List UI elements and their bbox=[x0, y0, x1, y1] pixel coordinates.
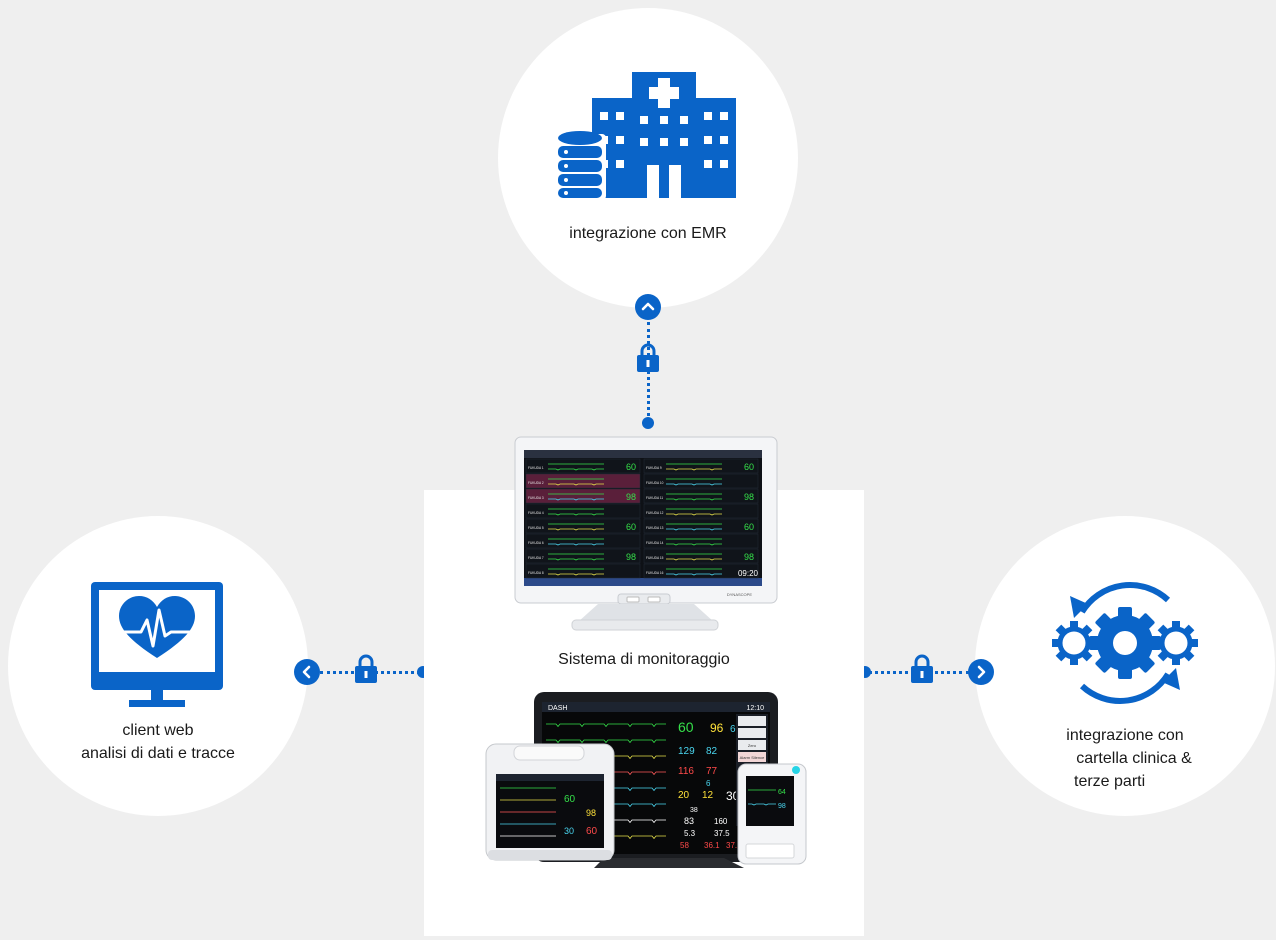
bed-label: FUKUDA 12 bbox=[646, 511, 664, 515]
bed-label: FUKUDA 2 bbox=[528, 481, 544, 485]
bedside-monitors-image: DASH 12:10 60 96 60 129 82 116 77 6 20 12 30 38 83 16… bbox=[485, 692, 807, 868]
connector-dot-top bbox=[642, 417, 654, 429]
monitor-heart-icon bbox=[91, 582, 223, 707]
bed-value: 60 bbox=[744, 462, 754, 472]
device-value: 58 bbox=[680, 841, 689, 850]
device-value: 12 bbox=[702, 790, 714, 801]
tiny-device-value: 98 bbox=[778, 803, 786, 810]
chevron-right-icon[interactable] bbox=[968, 659, 994, 685]
monitor-brand: DYNASCOPE bbox=[727, 592, 752, 597]
chevron-left-icon[interactable] bbox=[294, 659, 320, 685]
emr-label: integrazione con EMR bbox=[569, 225, 727, 242]
bed-label: FUKUDA 10 bbox=[646, 481, 664, 485]
hospital-database-icon bbox=[556, 72, 736, 200]
device-value: 6 bbox=[706, 779, 711, 788]
chevron-up-icon[interactable] bbox=[635, 294, 661, 320]
device-side-button-label: Zero bbox=[748, 743, 757, 748]
web-client-label: client web analisi di dati e tracce bbox=[8, 719, 308, 765]
bed-value: 98 bbox=[626, 492, 636, 502]
bed-label: FUKUDA 6 bbox=[528, 541, 544, 545]
lock-icon bbox=[911, 654, 933, 683]
small-device-value: 60 bbox=[586, 826, 598, 837]
bed-cell[interactable]: FUKUDA 16 bbox=[643, 563, 759, 579]
device-value: 36.1 bbox=[704, 841, 720, 850]
bed-value: 98 bbox=[744, 492, 754, 502]
third-party-label-line2: cartella clinica & bbox=[1076, 750, 1192, 767]
web-client-label-line1: client web bbox=[122, 722, 194, 739]
bed-label: FUKUDA 9 bbox=[646, 466, 662, 470]
bed-value: 98 bbox=[744, 552, 754, 562]
device-value: 116 bbox=[678, 766, 694, 777]
device-value: 96 bbox=[710, 721, 724, 735]
bed-label: FUKUDA 13 bbox=[646, 526, 664, 530]
bed-label: FUKUDA 8 bbox=[528, 571, 544, 575]
bed-cell[interactable]: FUKUDA 8 bbox=[525, 563, 641, 579]
device-side-button[interactable]: Alarm Silence bbox=[738, 752, 766, 762]
device-side-button-label: Alarm Silence bbox=[740, 755, 765, 760]
device-value: 160 bbox=[714, 817, 728, 826]
device-clock: 12:10 bbox=[746, 705, 764, 712]
monitor-clock: 09:20 bbox=[738, 569, 759, 578]
web-client-label-line2: analisi di dati e tracce bbox=[81, 745, 235, 762]
device-value: 77 bbox=[706, 766, 718, 777]
bed-label: FUKUDA 15 bbox=[646, 556, 664, 560]
bed-value: 60 bbox=[626, 462, 636, 472]
device-value: 37.2 bbox=[726, 841, 742, 850]
bed-cell[interactable]: FUKUDA 15 98 bbox=[643, 548, 759, 564]
device-value: 38 bbox=[690, 807, 698, 814]
tiny-device-value: 64 bbox=[778, 789, 786, 796]
bed-cell[interactable]: FUKUDA 10 bbox=[643, 473, 759, 489]
small-device-value: 30 bbox=[564, 826, 574, 836]
central-system-label: Sistema di monitoraggio bbox=[558, 651, 730, 668]
bed-cell[interactable]: FUKUDA 14 bbox=[643, 533, 759, 549]
device-value: 60 bbox=[730, 724, 742, 735]
bed-cell[interactable]: FUKUDA 9 60 bbox=[643, 458, 759, 474]
third-party-label: integrazione con cartella clinica & terz… bbox=[1048, 724, 1202, 793]
small-device-value: 98 bbox=[586, 808, 596, 818]
bed-cell[interactable]: FUKUDA 3 98 bbox=[525, 488, 641, 504]
bed-label: FUKUDA 16 bbox=[646, 571, 664, 575]
bed-label: FUKUDA 5 bbox=[528, 526, 544, 530]
lock-icon bbox=[355, 654, 377, 683]
device-side-button[interactable] bbox=[738, 728, 766, 738]
bed-label: FUKUDA 14 bbox=[646, 541, 664, 545]
device-value: 60 bbox=[678, 719, 694, 735]
bed-cell[interactable]: FUKUDA 1 60 bbox=[525, 458, 641, 474]
device-brand: DASH bbox=[548, 705, 567, 712]
device-side-button[interactable]: Zero bbox=[738, 740, 766, 750]
bed-cell[interactable]: FUKUDA 5 60 bbox=[525, 518, 641, 534]
bed-label: FUKUDA 3 bbox=[528, 496, 544, 500]
device-value: 20 bbox=[678, 790, 690, 801]
bed-cell[interactable]: FUKUDA 7 98 bbox=[525, 548, 641, 564]
bed-value: 60 bbox=[744, 522, 754, 532]
gears-sync-icon bbox=[1052, 582, 1198, 704]
device-value: 37.5 bbox=[714, 829, 730, 838]
bed-cell[interactable]: FUKUDA 2 bbox=[525, 473, 641, 489]
bed-cell[interactable]: FUKUDA 4 bbox=[525, 503, 641, 519]
device-side-button[interactable] bbox=[738, 716, 766, 726]
device-value: 83 bbox=[684, 816, 694, 826]
third-party-label-line3: terze parti bbox=[1074, 773, 1146, 790]
device-value: 5.3 bbox=[684, 829, 696, 838]
bed-label: FUKUDA 1 bbox=[528, 466, 544, 470]
device-value: 129 bbox=[678, 746, 695, 757]
bed-label: FUKUDA 4 bbox=[528, 511, 544, 515]
small-device-value: 60 bbox=[564, 794, 576, 805]
bed-cell[interactable]: FUKUDA 6 bbox=[525, 533, 641, 549]
lock-icon bbox=[637, 343, 659, 372]
bed-label: FUKUDA 7 bbox=[528, 556, 544, 560]
bed-value: 60 bbox=[626, 522, 636, 532]
bed-cell[interactable]: FUKUDA 12 bbox=[643, 503, 759, 519]
bed-label: FUKUDA 11 bbox=[646, 496, 663, 500]
device-value: 82 bbox=[706, 746, 718, 757]
bed-cell[interactable]: FUKUDA 11 98 bbox=[643, 488, 759, 504]
bed-cell[interactable]: FUKUDA 13 60 bbox=[643, 518, 759, 534]
third-party-label-line1: integrazione con bbox=[1066, 727, 1184, 744]
bed-value: 98 bbox=[626, 552, 636, 562]
